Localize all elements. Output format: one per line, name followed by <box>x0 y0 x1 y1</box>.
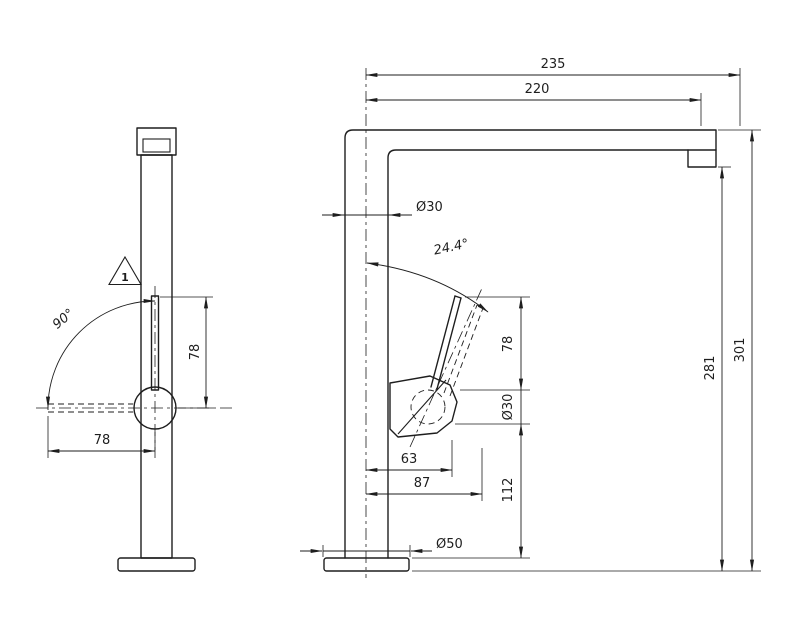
side-dim-281-label: 281 <box>703 356 718 381</box>
angle-arc <box>366 262 489 313</box>
side-dim-lever-angle: 24.4° <box>366 237 489 313</box>
side-handle-phantom <box>443 304 484 397</box>
callout-number: 1 <box>121 271 129 284</box>
side-dim-lever-reach: 87 <box>365 448 483 501</box>
side-dim-d50-label: Ø50 <box>436 537 463 552</box>
side-dim-220-label: 220 <box>525 82 550 97</box>
lever-edge <box>436 297 462 390</box>
front-dim-lever-height: 78 <box>160 296 213 409</box>
side-dim-d30-ball-label: Ø30 <box>501 394 516 421</box>
side-dim-235-label: 235 <box>541 57 566 72</box>
phantom-line <box>449 307 484 397</box>
side-dim-total-reach: 235 <box>365 57 741 126</box>
handle-axis-centerline <box>409 285 484 448</box>
side-dim-301-label: 301 <box>733 338 748 363</box>
front-angle-label: 90° <box>50 306 77 332</box>
side-dim-spout-diameter: Ø30 <box>322 200 443 218</box>
warning-triangle-icon: 1 <box>108 255 142 286</box>
joint-outline <box>389 375 458 438</box>
phantom-line <box>443 304 478 394</box>
front-dim-lever-reach: 78 <box>47 416 156 458</box>
side-dim-63-label: 63 <box>401 452 418 467</box>
side-outline-right-bottom <box>387 149 689 559</box>
front-rotation-arc: 90° <box>45 298 156 409</box>
side-dim-lever-offset: 63 <box>365 440 453 477</box>
side-dim-78-label: 78 <box>501 336 516 353</box>
front-dim-78h-label: 78 <box>94 433 111 448</box>
side-angle-label: 24.4° <box>432 237 470 259</box>
triangle-outline <box>108 255 142 286</box>
front-dim-78v-label: 78 <box>188 344 203 361</box>
side-dim-spout-height: 281 <box>412 166 761 572</box>
side-view: 24.4° 235 220 Ø30 78 <box>300 57 761 578</box>
side-outline-left-top <box>344 129 717 559</box>
front-column-body <box>140 154 173 559</box>
side-dim-cartridge-height: 112 <box>412 423 530 559</box>
side-dim-112-label: 112 <box>501 478 516 503</box>
side-dim-base-diameter: Ø50 <box>300 537 463 557</box>
side-ball-joint <box>389 285 484 448</box>
side-dim-spout-reach: 220 <box>365 82 702 126</box>
front-base-plate <box>117 557 196 572</box>
side-dim-total-height: 301 <box>718 129 761 572</box>
side-dim-d30-top-label: Ø30 <box>416 200 443 215</box>
lever-tip <box>454 295 462 299</box>
front-view: 90° 1 78 78 <box>36 127 232 572</box>
side-handle-lever <box>430 295 462 390</box>
front-aerator <box>142 138 171 153</box>
side-dim-87-label: 87 <box>414 476 431 491</box>
side-dim-cartridge-diameter: Ø30 <box>455 390 530 425</box>
side-base-plate <box>323 557 410 572</box>
side-dim-lever-height: 78 <box>460 296 530 391</box>
arc-line <box>45 298 156 409</box>
joint-facet-line <box>397 379 447 435</box>
side-spout-nozzle <box>687 149 717 168</box>
cartridge-hidden-circle <box>410 389 446 425</box>
